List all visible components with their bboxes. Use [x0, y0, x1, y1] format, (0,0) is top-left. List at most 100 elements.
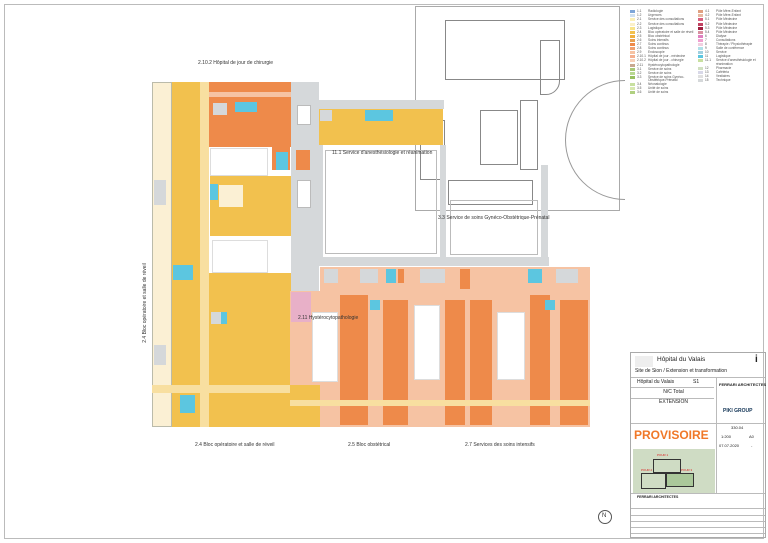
label-soins-intensifs: 2.7 Services des soins intensifs	[465, 442, 535, 448]
level: S1	[693, 379, 700, 385]
legend-label: Service des consultations	[648, 17, 685, 22]
legend-swatch	[698, 43, 703, 47]
legend-code: 2.10.2	[637, 58, 646, 63]
existing-block	[480, 110, 518, 165]
legend-swatch	[698, 51, 703, 55]
map-label: POUR 1	[657, 453, 669, 457]
legend-label: Consultations	[716, 37, 736, 42]
legend-swatch	[630, 34, 635, 38]
existing-block	[520, 100, 538, 170]
partner-logo: PIKI GROUP	[723, 408, 753, 414]
legend-code: 10	[705, 50, 709, 55]
legend-label: Radiologie	[648, 9, 664, 14]
legend-swatch	[630, 59, 635, 63]
column-divider	[716, 377, 717, 493]
legend-code: 2.11	[637, 62, 643, 67]
legend-code: 11.1	[705, 58, 711, 63]
legend-label: Pôle Mère-Enfant	[716, 9, 741, 14]
legend-label: Urgences	[648, 13, 662, 18]
legend-item: 2.5 Bloc obstétrical	[630, 33, 696, 39]
legend-code: 6	[705, 33, 707, 38]
legend-code: 4.1	[705, 9, 710, 14]
legend-code: 2.5	[637, 33, 642, 38]
label-bloc-op: 2.4 Bloc opératoire et salle de réveil	[195, 442, 275, 448]
legend-swatch	[630, 75, 635, 79]
legend-item: 2.2 Service des consultations	[630, 22, 696, 26]
architect-footer: FERRARI ARCHITECTES	[637, 495, 679, 499]
legend-label: Vestiaires	[716, 74, 730, 79]
legend-label: Service d'anesthésiologie et réanimation	[716, 58, 756, 67]
legend-swatch	[698, 55, 703, 59]
legend-swatch	[698, 71, 703, 74]
legend-label: Pôle Médecine	[716, 25, 738, 30]
legend-label: Hôpital de jour - médecine	[648, 54, 686, 59]
architect-logo: FERRARI ARCHITECTES	[719, 382, 767, 387]
legend-label: Salle de conférence	[716, 46, 745, 51]
legend-label: Dialyse	[716, 33, 727, 38]
legend-label: Logistique	[648, 25, 663, 30]
legend-code: 11	[705, 54, 709, 59]
legend-swatch	[698, 79, 703, 83]
existing-block	[445, 20, 565, 80]
north-label: N	[602, 513, 607, 519]
map-label: POUR 2	[641, 468, 653, 472]
legend-label: Hystérocytopathologie	[648, 62, 680, 67]
legend-swatch	[630, 55, 635, 59]
format: A0	[749, 434, 754, 439]
legend-swatch	[630, 71, 635, 75]
legend-code: 2.2	[637, 21, 642, 26]
legend-code: 1.2	[637, 13, 642, 18]
legend-swatch	[698, 38, 703, 42]
legend-label: Cafétéria	[716, 70, 729, 74]
legend-code: 3.3	[637, 74, 642, 79]
legend-label: Endoscopie	[648, 50, 665, 55]
legend-code: 3.6	[637, 90, 642, 95]
legend-label: Thérapie / Physiothérapie	[716, 42, 753, 47]
legend-code: 2.9	[637, 50, 642, 55]
legend-label: Service de soins Gynéco-Obstétrique-Prén…	[648, 74, 685, 83]
legend-code: 2.3	[637, 25, 642, 30]
north-arrow-icon	[598, 510, 612, 524]
legend-label: Bloc obstétrical	[648, 33, 670, 38]
title-block: Hôpital du Valais Site de Sion / Extensi…	[630, 352, 766, 538]
legend-item: 2.3 Logistique	[630, 26, 696, 30]
map-label: POUR 3	[681, 468, 693, 472]
legend-label: Pôle Médecine	[716, 21, 738, 26]
legend-code: 7	[705, 37, 707, 42]
legend-label: Pôle Médecine	[716, 29, 738, 34]
legend-code: 3.1	[637, 66, 642, 71]
legend-code: 2.1	[637, 17, 642, 22]
legend-item: 7 Consultations	[698, 37, 766, 43]
legend-label: Service des consultations	[648, 21, 685, 26]
revision: -	[751, 443, 753, 448]
legend-label: Soins continus	[648, 42, 669, 47]
project-name: Site de Sion / Extension et transformati…	[635, 368, 727, 374]
legend-swatch	[698, 10, 703, 14]
legend-label: Service de soins	[648, 66, 672, 71]
legend-label: Néonatologie	[648, 82, 667, 87]
label-gyneco: 3.3 Service de soins Gynéco-Obstétrique-…	[438, 215, 550, 221]
legend-label: Technique	[716, 78, 731, 83]
legend-code: 5.1	[705, 17, 710, 22]
plan-number: 330.04	[731, 425, 744, 430]
label-anesthesie: 11.1 Service d'anesthésiologie et réanim…	[332, 150, 433, 156]
phase: EXTENSION	[659, 399, 688, 405]
legend-code: 5.2	[705, 21, 710, 26]
legend-swatch	[698, 47, 703, 51]
legend-swatch	[630, 87, 635, 91]
legend-swatch	[698, 26, 703, 30]
client-name: Hôpital du Valais	[657, 356, 706, 363]
legend-code: 1.1	[637, 9, 642, 14]
legend-swatch	[630, 30, 635, 34]
client-logo	[635, 356, 653, 367]
legend-label: Logistique	[716, 54, 731, 59]
